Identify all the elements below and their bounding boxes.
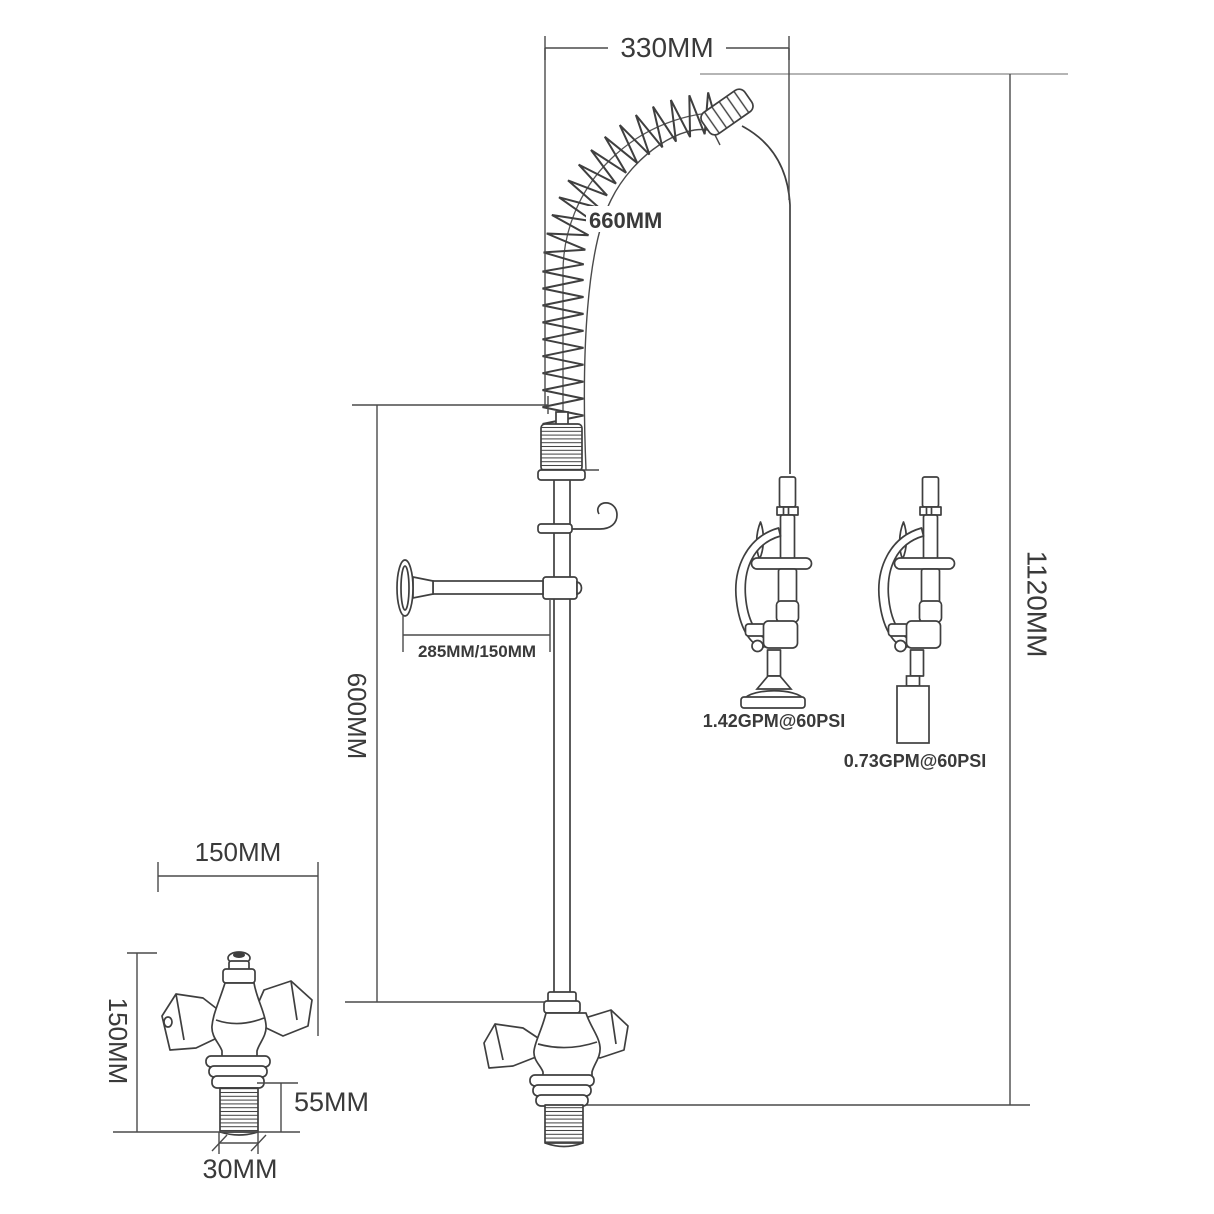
- base-left-handle: [483, 1023, 542, 1069]
- spring-hose-coil: [542, 88, 791, 474]
- nozzle-connector: [905, 675, 921, 687]
- dim-hose-length-label: 660MM: [589, 208, 662, 233]
- wall-hook: [572, 502, 618, 530]
- dim-spout-reach-label: 285MM/150MM: [418, 642, 536, 661]
- spout-taper: [412, 575, 434, 600]
- riser-pipe: [553, 476, 571, 995]
- nozzle-cylinder: [896, 685, 930, 744]
- dim-shank-diameter-label: 30MM: [202, 1154, 277, 1184]
- dim-detail-width-label: 150MM: [195, 837, 282, 867]
- flow-rating-b-label: 0.73GPM@60PSI: [844, 751, 987, 771]
- riser-pipe-assembly: [396, 411, 618, 995]
- detail-threaded-shank: [219, 1087, 259, 1133]
- grip-flange: [537, 469, 586, 481]
- spout-flange-disc: [396, 559, 414, 617]
- tee-screw: [576, 580, 583, 596]
- hose-end-connector: [700, 88, 754, 136]
- dim-shank-height-label: 55MM: [294, 1087, 369, 1117]
- spray-face-base: [740, 696, 806, 709]
- spray-face-taper: [755, 675, 793, 690]
- hose-grip: [540, 423, 583, 472]
- dim-overall-height-label: 1120MM: [1022, 551, 1053, 658]
- spout-tube: [432, 580, 544, 595]
- overall-height-reference: [582, 73, 1068, 1106]
- spout-tee-block: [542, 576, 578, 600]
- hook-collar: [537, 523, 573, 534]
- base-threaded-shank: [544, 1104, 584, 1144]
- detail-left-handle: [161, 993, 222, 1051]
- spray-head-b: [877, 476, 956, 744]
- dim-top-width-label: 330MM: [620, 32, 713, 63]
- dimension-lines: [113, 31, 790, 1154]
- hanging-hose: [741, 125, 791, 474]
- dimension-labels: 330MM 660MM 285MM/150MM 600MM 1120MM 150…: [103, 32, 1053, 1184]
- dim-detail-height-label: 150MM: [103, 998, 133, 1085]
- flow-rating-a-label: 1.42GPM@60PSI: [703, 711, 846, 731]
- faucet-base: [483, 991, 629, 1148]
- faucet-base-detail: [161, 951, 313, 1136]
- spray-head-a: [734, 476, 813, 709]
- dim-riser-height-label: 600MM: [342, 673, 372, 760]
